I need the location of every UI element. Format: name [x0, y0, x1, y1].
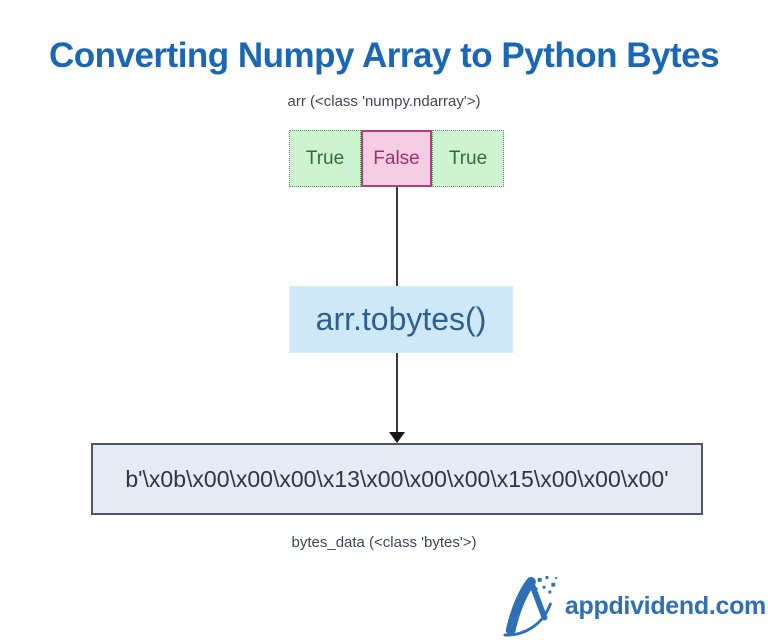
numpy-array: True False True: [289, 130, 504, 187]
array-cell-false: False: [361, 130, 432, 187]
brand-logo-group: appdividend.com: [502, 574, 766, 638]
bytes-output-box: b'\x0b\x00\x00\x00\x13\x00\x00\x00\x15\x…: [91, 443, 703, 515]
array-cell-true-2: True: [432, 130, 504, 187]
appdividend-logo-icon: [503, 576, 558, 637]
page-title: Converting Numpy Array to Python Bytes: [48, 36, 720, 75]
array-cell-true-1: True: [289, 130, 361, 187]
connector-line-top: [396, 187, 398, 287]
bytes-type-label: bytes_data (<class 'bytes'>): [291, 534, 477, 551]
array-type-label: arr (<class 'numpy.ndarray'>): [287, 93, 481, 110]
connector-line-bottom: [396, 353, 398, 434]
tobytes-method-box: arr.tobytes(): [289, 286, 513, 353]
brand-site-name: appdividend.com: [564, 591, 766, 620]
arrowhead-icon: [389, 432, 405, 443]
